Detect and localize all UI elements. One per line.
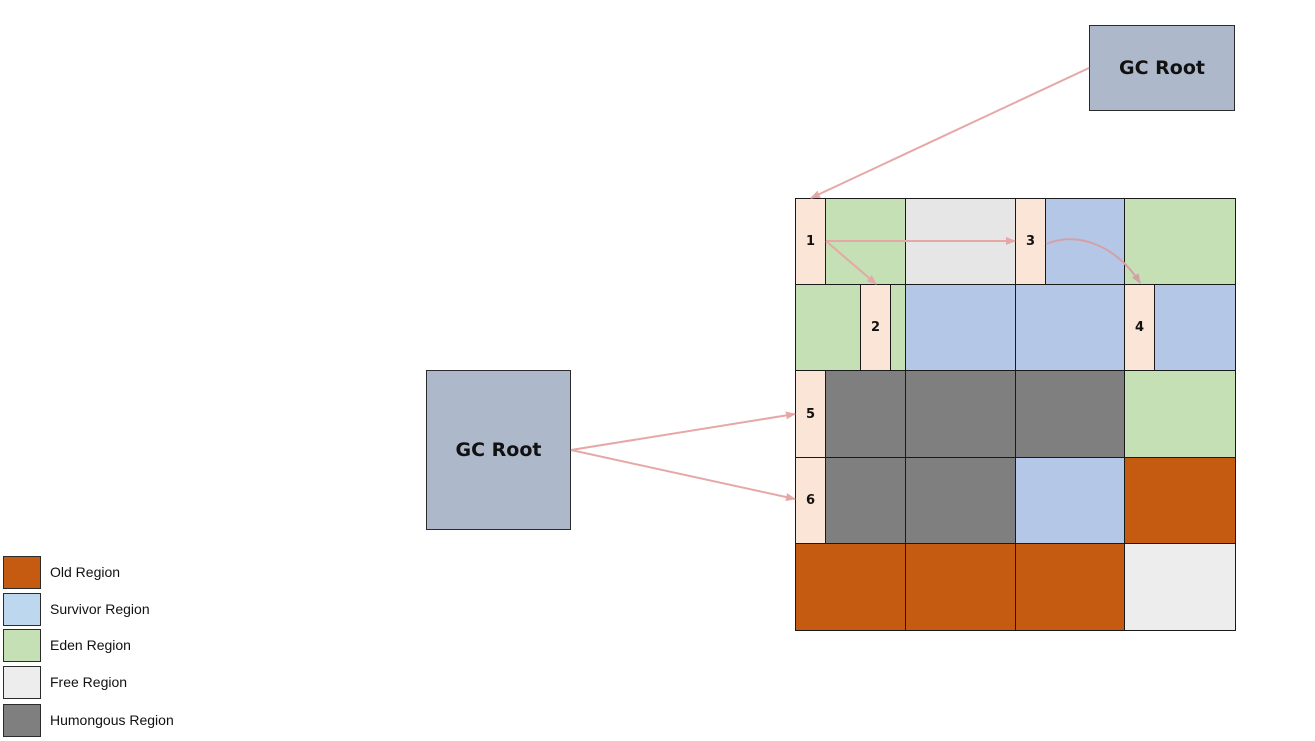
region-survivor <box>905 284 1016 371</box>
gc-root-top-label: GC Root <box>1119 57 1205 79</box>
object-label: 1 <box>805 234 816 249</box>
object-label: 6 <box>805 493 816 508</box>
region-free <box>1124 543 1236 631</box>
object-5: 5 <box>795 370 826 458</box>
object-6: 6 <box>795 457 826 544</box>
gc-root-left-label: GC Root <box>455 439 542 461</box>
region-old <box>1015 543 1125 631</box>
arrow-root-left-to-5 <box>570 411 796 451</box>
object-label: 4 <box>1134 320 1145 335</box>
region-old <box>795 543 906 631</box>
object-label: 5 <box>805 406 816 422</box>
legend-swatch-humongous <box>3 704 41 737</box>
object-label: 2 <box>870 320 881 335</box>
object-1: 1 <box>795 198 826 285</box>
legend-swatch-eden <box>3 629 41 662</box>
gc-root-top: GC Root <box>1089 25 1235 111</box>
legend-swatch-old <box>3 556 41 589</box>
region-eden <box>1124 198 1236 285</box>
object-2: 2 <box>860 284 891 371</box>
legend-label-humongous: Humongous Region <box>50 712 174 728</box>
arrow-root-top-to-1 <box>810 67 1090 199</box>
legend-swatch-survivor <box>3 593 41 626</box>
gc-root-left: GC Root <box>426 370 571 530</box>
legend-swatch-free <box>3 666 41 699</box>
legend-label-old: Old Region <box>50 564 121 580</box>
region-free <box>905 198 1016 285</box>
object-4: 4 <box>1124 284 1155 371</box>
region-humongous <box>1015 370 1125 458</box>
legend-label-free: Free Region <box>50 674 128 690</box>
region-old <box>905 543 1016 631</box>
region-humongous <box>905 457 1016 544</box>
region-old <box>1124 457 1236 544</box>
legend-label-eden: Eden Region <box>50 637 131 653</box>
region-survivor <box>1015 457 1125 544</box>
legend-label-survivor: Survivor Region <box>50 601 150 617</box>
region-eden <box>1124 370 1236 458</box>
region-humongous <box>905 370 1016 458</box>
object-3: 3 <box>1015 198 1046 285</box>
region-survivor <box>1015 284 1125 371</box>
arrow-root-left-to-6 <box>570 449 796 501</box>
object-label: 3 <box>1025 234 1036 249</box>
